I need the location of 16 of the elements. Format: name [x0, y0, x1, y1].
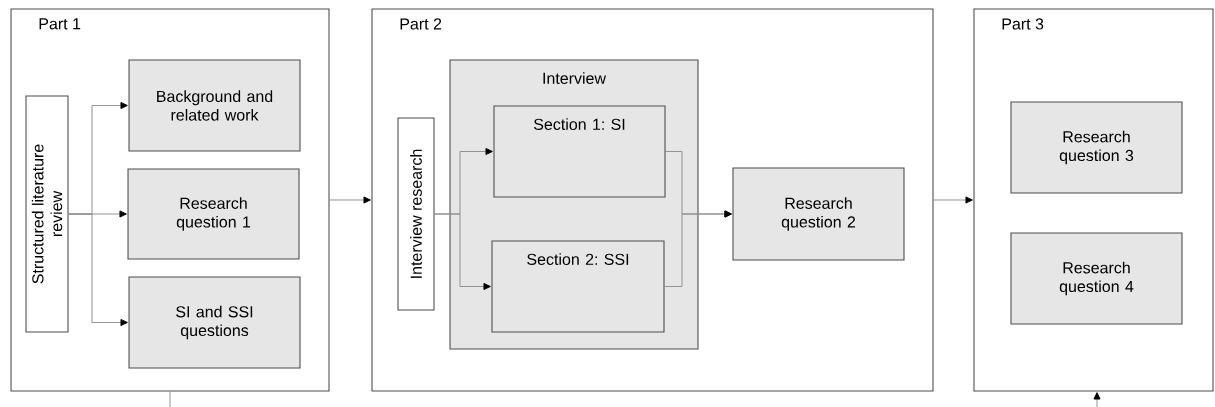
- process-box: Research question 4: [1010, 232, 1183, 325]
- process-box: Section 1: SI: [493, 105, 666, 198]
- arrow: [68, 213, 128, 326]
- arrow: [329, 196, 371, 204]
- process-box: Structured literature review: [25, 95, 69, 333]
- process-box: Background and related work: [128, 59, 301, 152]
- process-box: Research question 1: [127, 168, 300, 260]
- arrow: [434, 213, 491, 290]
- process-box: Interview research: [397, 117, 435, 311]
- process-box: Research question 2: [732, 167, 905, 261]
- process-box: Section 2: SSI: [491, 240, 665, 333]
- arrow: [1093, 392, 1101, 407]
- arrow: [664, 210, 732, 287]
- process-box: Research question 3: [1010, 101, 1183, 194]
- arrow: [933, 196, 973, 204]
- process-box: SI and SSI questions: [128, 276, 301, 369]
